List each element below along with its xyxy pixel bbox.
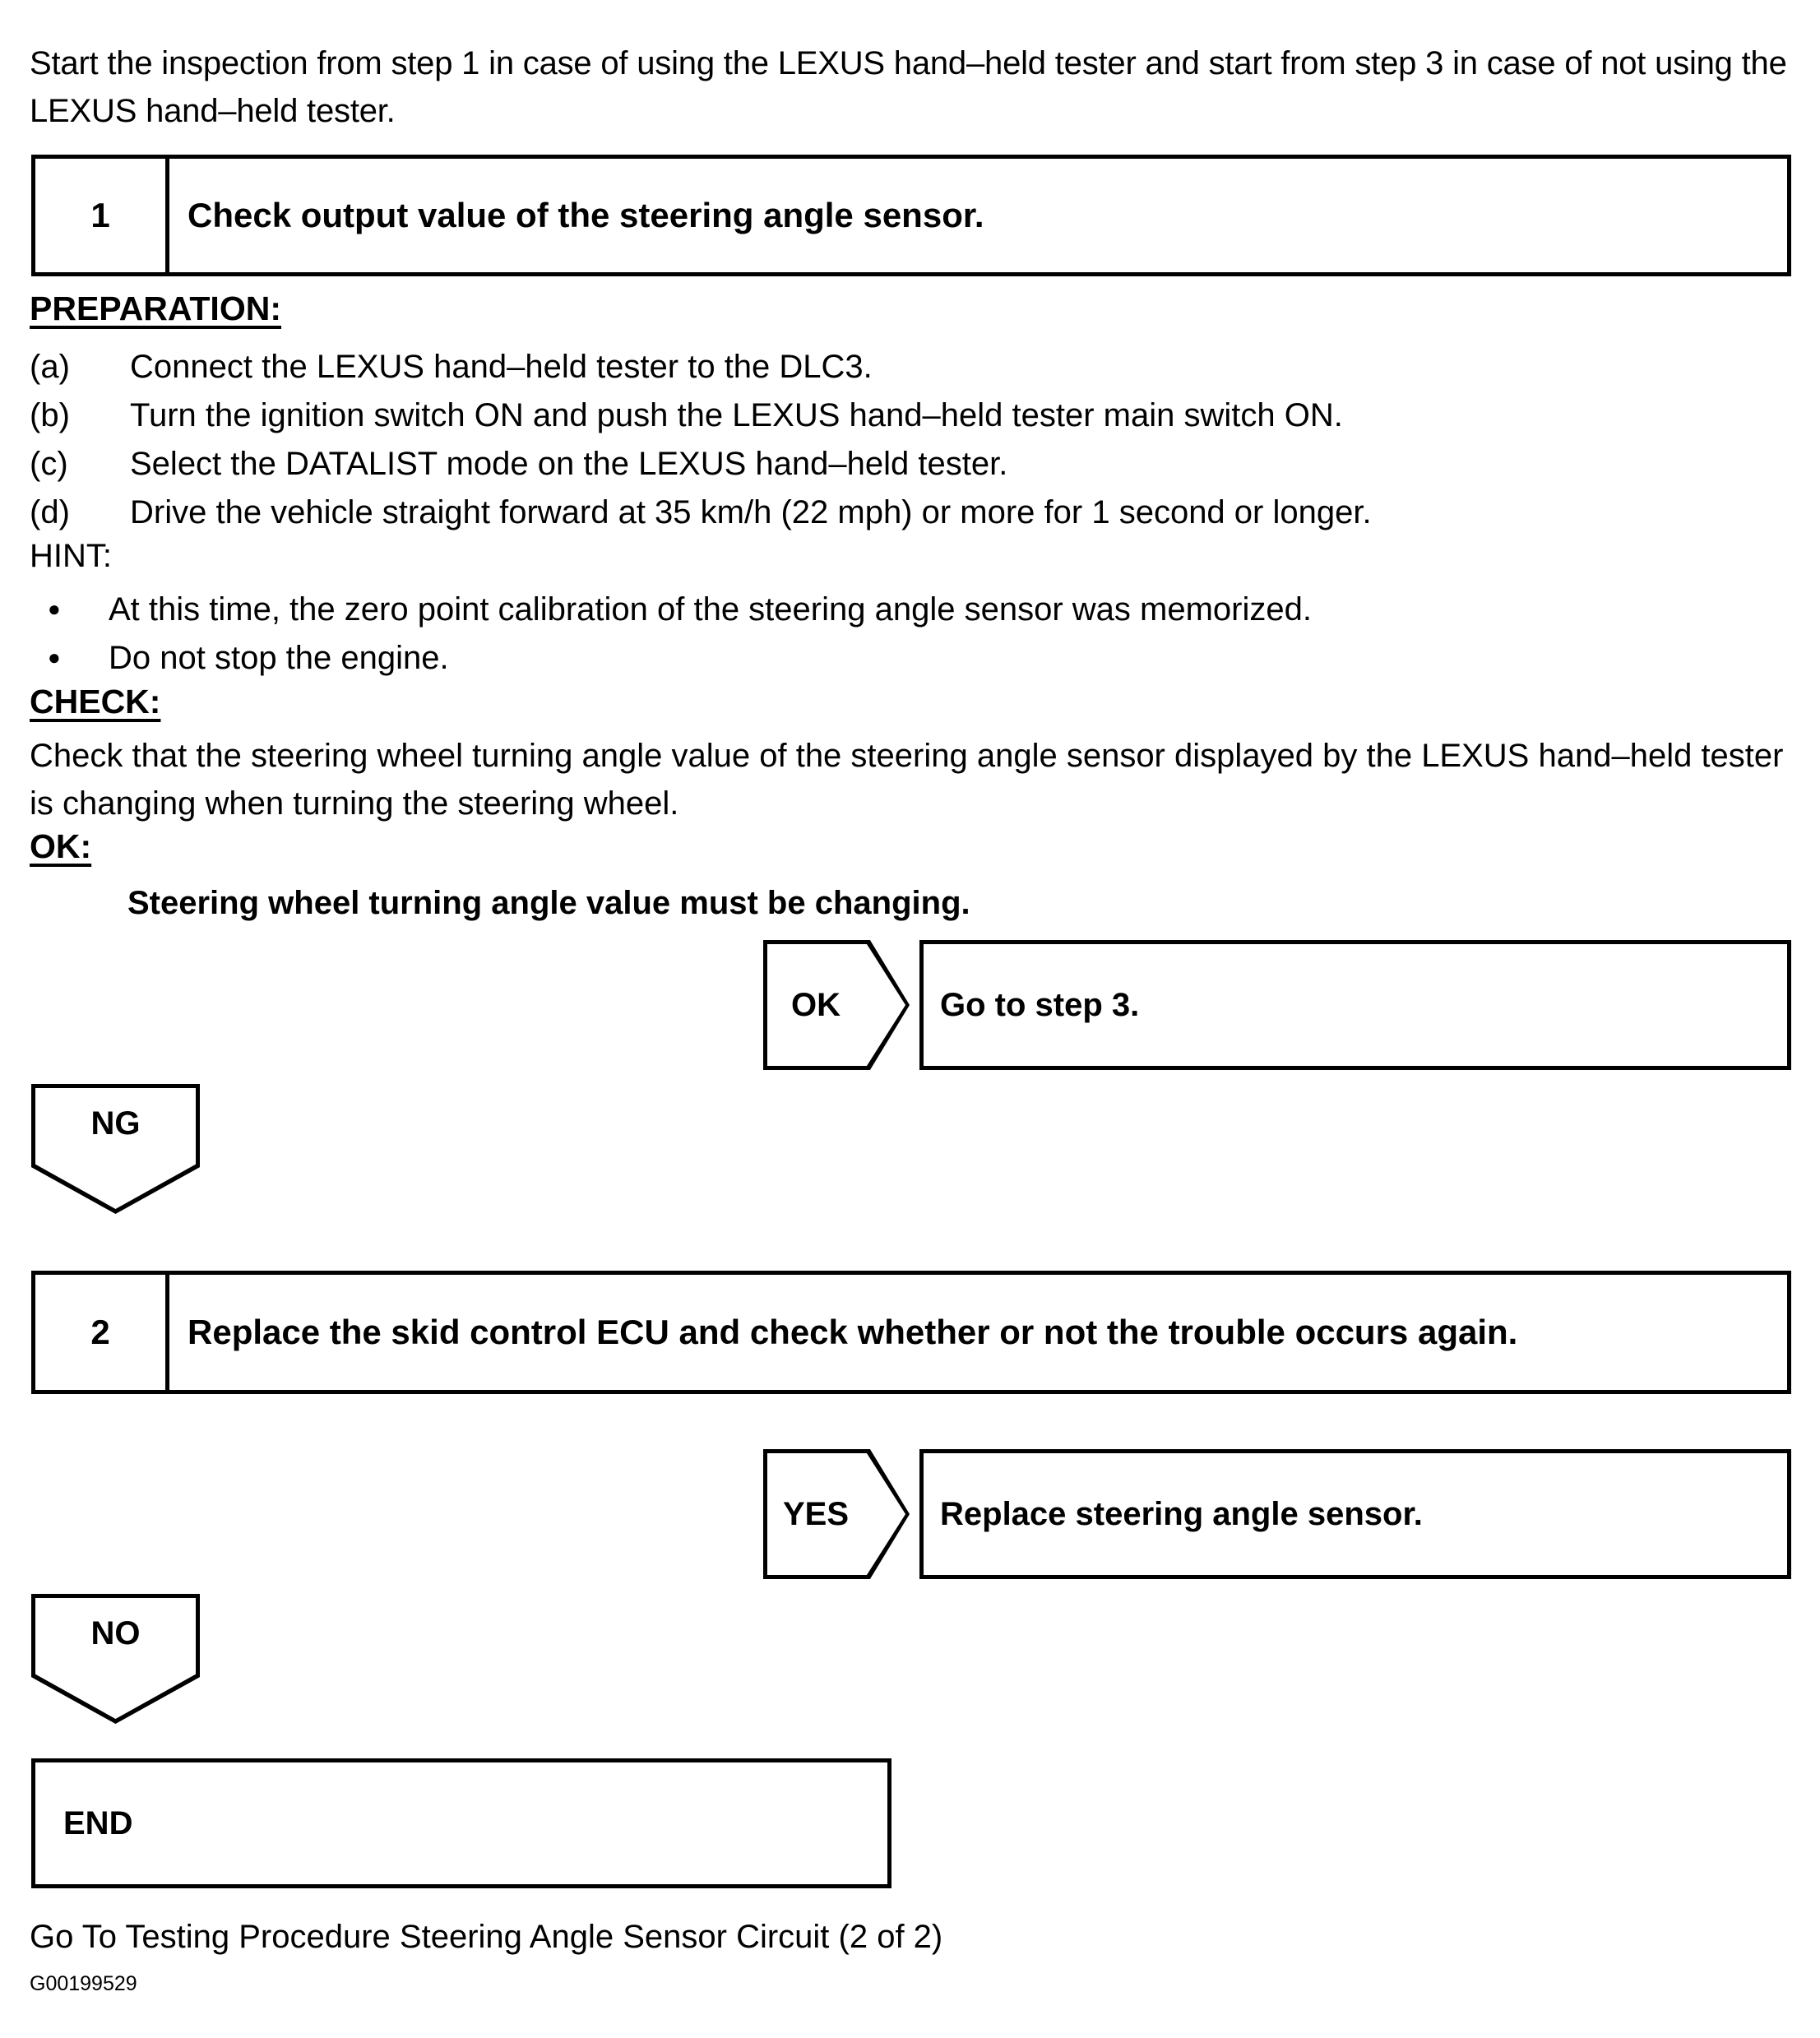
ok-heading: OK: <box>30 827 92 865</box>
preparation-item-a-text: Connect the LEXUS hand–held tester to th… <box>130 349 873 385</box>
ok-statement: Steering wheel turning angle value must … <box>127 885 970 921</box>
check-heading: CHECK: <box>30 683 161 720</box>
preparation-item-b: (b) Turn the ignition switch ON and push … <box>30 392 1343 438</box>
no-flag: NO <box>31 1594 200 1724</box>
ok-action-box: Go to step 3. <box>919 940 1791 1070</box>
ok-flag-label: OK <box>791 986 841 1023</box>
step-1-box: 1 Check output value of the steering ang… <box>31 155 1791 276</box>
step-1-number: 1 <box>35 159 169 272</box>
hint-heading: HINT: <box>30 538 112 574</box>
step-2-number: 2 <box>35 1275 169 1390</box>
preparation-item-b-marker: (b) <box>30 397 70 433</box>
intro-paragraph: Start the inspection from step 1 in case… <box>30 45 1787 129</box>
preparation-item-c-marker: (c) <box>30 446 68 482</box>
preparation-item-d-marker: (d) <box>30 494 70 530</box>
check-text: Check that the steering wheel turning an… <box>30 738 1784 822</box>
preparation-item-b-text: Turn the ignition switch ON and push the… <box>130 397 1343 433</box>
hint-bullet-2: ● Do not stop the engine. <box>30 634 449 681</box>
preparation-item-d: (d) Drive the vehicle straight forward at… <box>30 489 1372 535</box>
ng-flag-label: NG <box>90 1105 141 1142</box>
end-box: END <box>31 1758 891 1888</box>
preparation-item-c-text: Select the DATALIST mode on the LEXUS ha… <box>130 446 1008 482</box>
hint-bullet-2-text: Do not stop the engine. <box>109 640 449 676</box>
ng-flag: NG <box>31 1084 200 1214</box>
yes-flag-label: YES <box>782 1495 850 1532</box>
step-2-box: 2 Replace the skid control ECU and check… <box>31 1271 1791 1394</box>
hint-bullet-1-text: At this time, the zero point calibration… <box>109 591 1312 628</box>
preparation-item-a-marker: (a) <box>30 349 70 385</box>
hint-bullet-1: ● At this time, the zero point calibratio… <box>30 586 1312 632</box>
yes-flag: YES <box>763 1449 910 1579</box>
yes-action-box: Replace steering angle sensor. <box>919 1449 1791 1579</box>
footer-procedure-link[interactable]: Go To Testing Procedure Steering Angle S… <box>30 1919 943 1955</box>
step-1-title: Check output value of the steering angle… <box>188 196 984 234</box>
preparation-item-c: (c) Select the DATALIST mode on the LEXUS… <box>30 441 1007 487</box>
ok-flag: OK <box>763 940 910 1070</box>
bullet-icon: ● <box>48 596 61 621</box>
preparation-item-a: (a) Connect the LEXUS hand–held tester to… <box>30 344 873 390</box>
bullet-icon: ● <box>48 645 61 669</box>
footer-document-code: G00199529 <box>30 1972 137 1995</box>
ok-result-row: OK Go to step 3. <box>763 940 1791 1070</box>
no-flag-label: NO <box>90 1614 141 1651</box>
preparation-item-d-text: Drive the vehicle straight forward at 35… <box>130 494 1372 530</box>
preparation-heading: PREPARATION: <box>30 289 281 327</box>
step-2-title: Replace the skid control ECU and check w… <box>188 1313 1518 1351</box>
yes-result-row: YES Replace steering angle sensor. <box>763 1449 1791 1579</box>
